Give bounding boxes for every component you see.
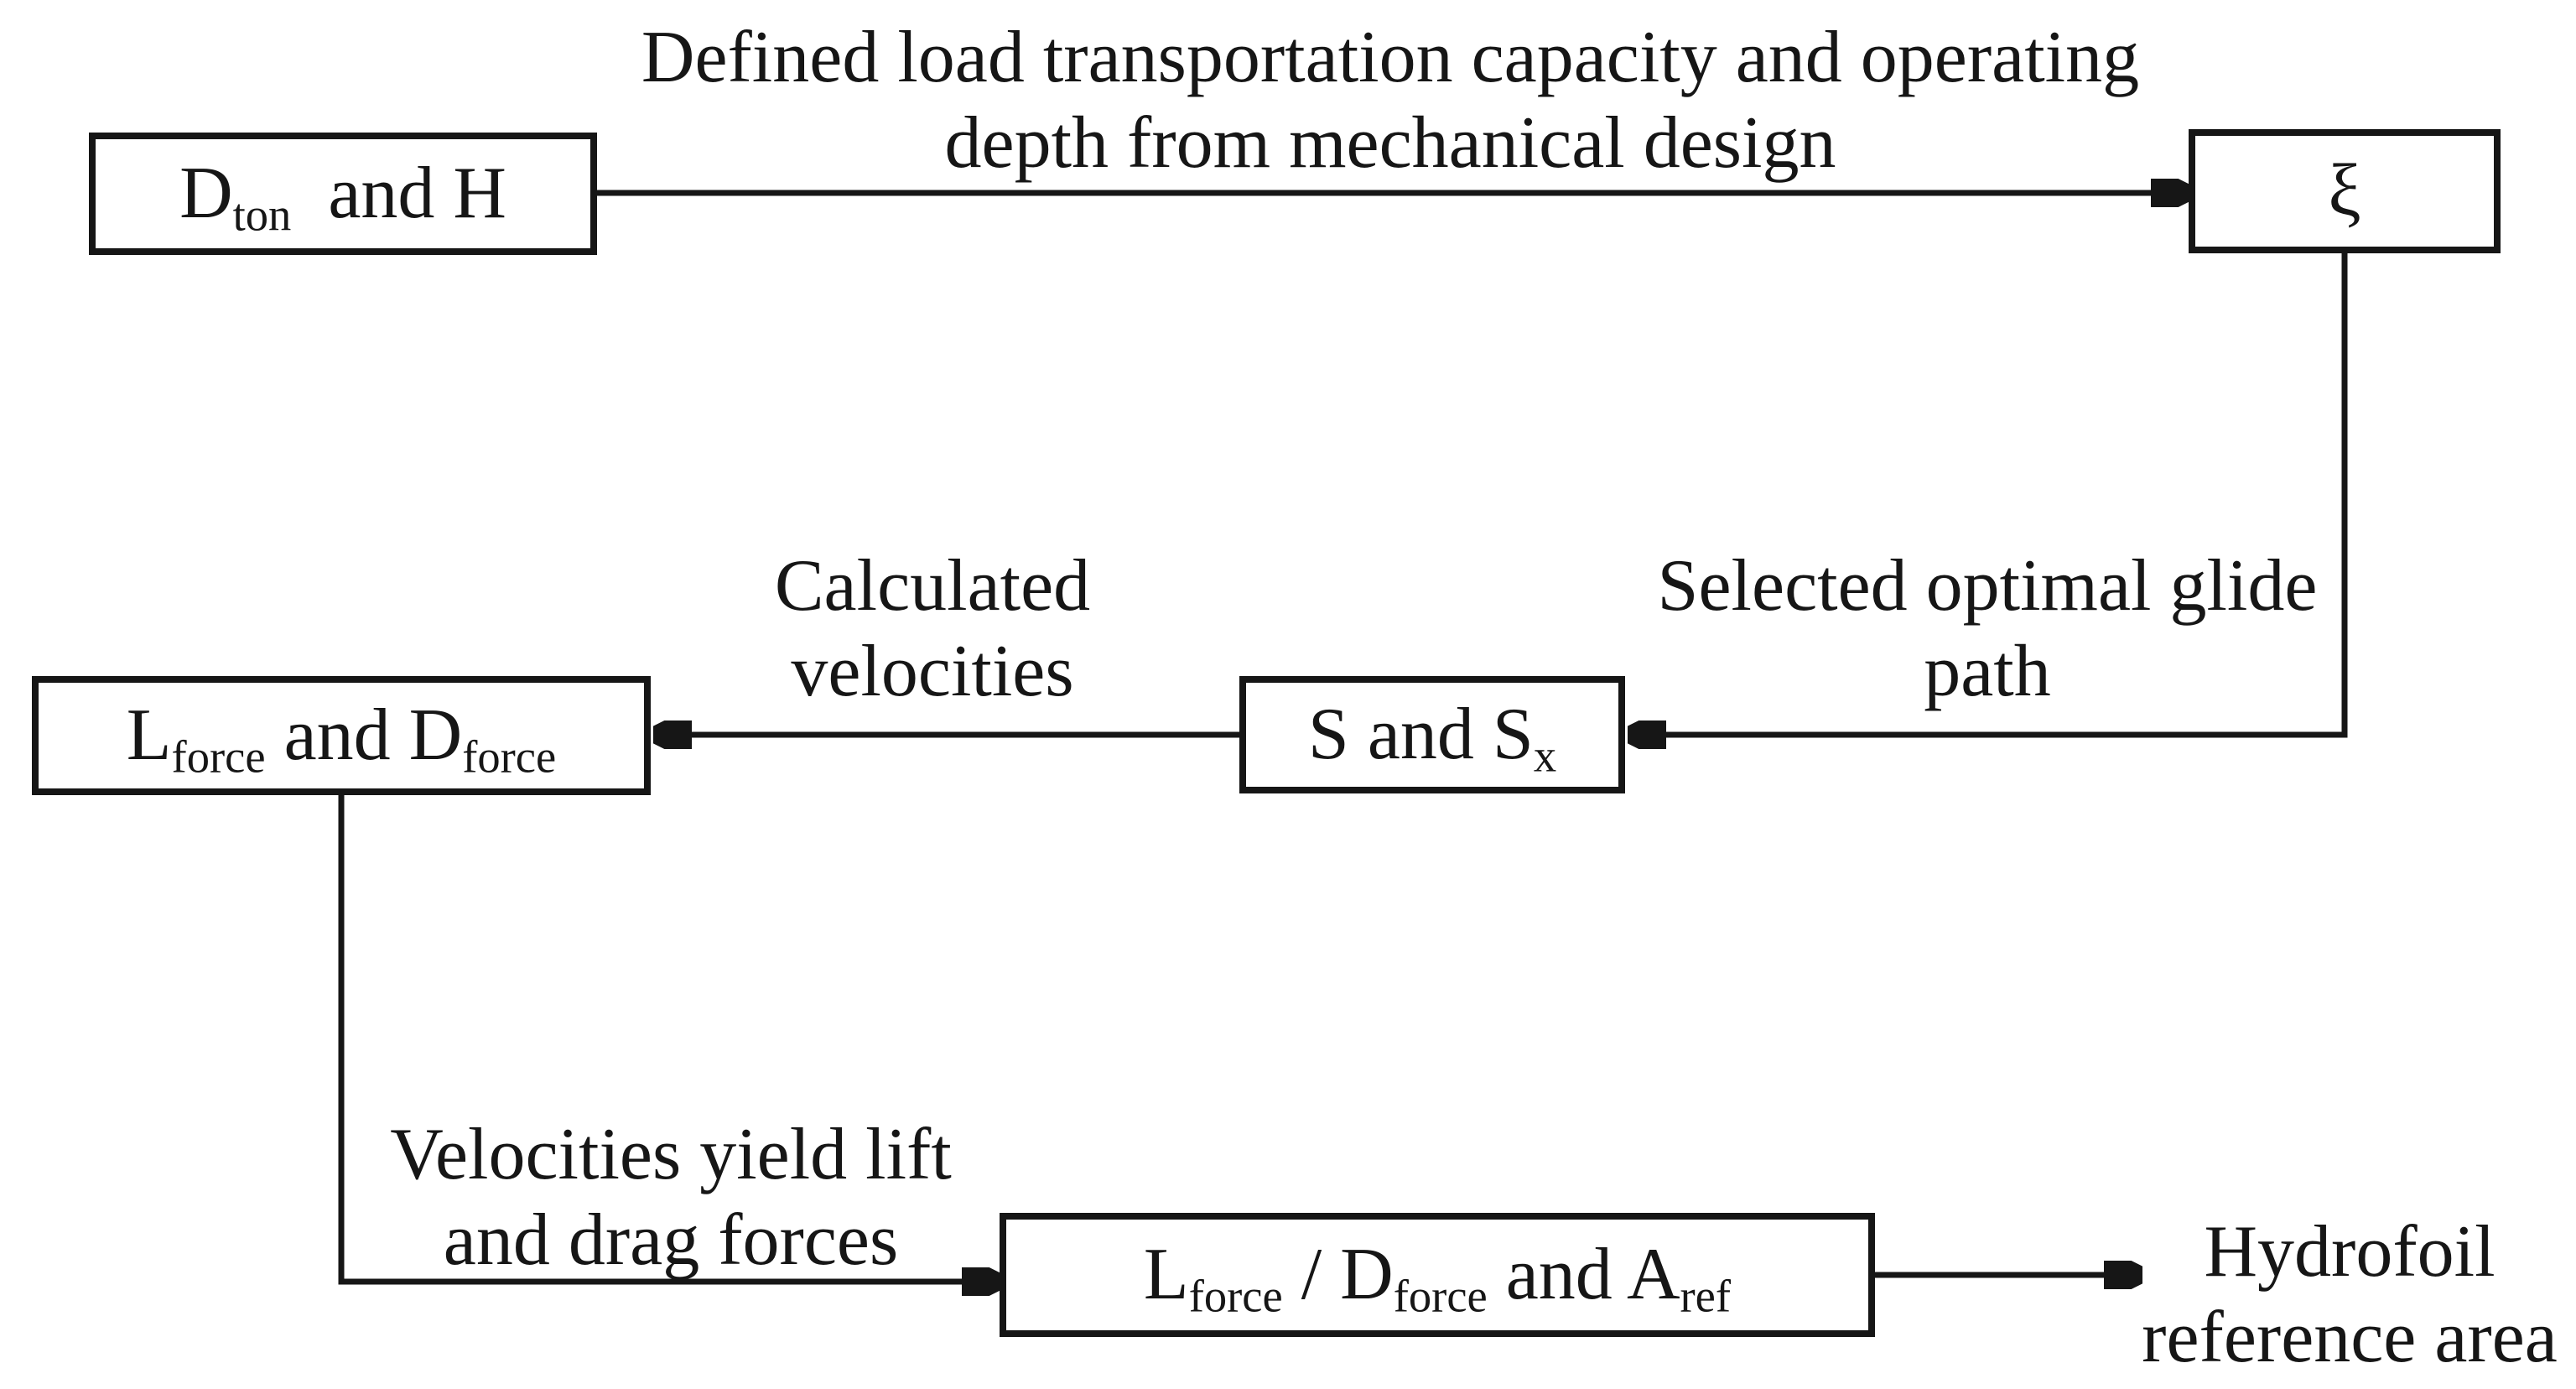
label-selected-glide-path: Selected optimal glide path: [1658, 544, 2318, 715]
node-s-sx-label: S and Sx: [1308, 698, 1556, 779]
label-calculated-velocities-line2: velocities: [791, 631, 1074, 712]
label-velocities-yield-line2: and drag forces: [443, 1199, 899, 1281]
node-s-sx-text-1: S and S: [1307, 694, 1534, 775]
node-lforce-subscript-force-2: force: [462, 731, 557, 783]
node-ratio-aref-label: Lforce / Dforce and Aref: [1144, 1238, 1731, 1319]
label-hydrofoil-reference-area-line1: Hydrofoil: [2204, 1211, 2496, 1293]
label-defined-load-line2: depth from mechanical design: [944, 102, 1836, 184]
node-lforce-text-2: and D: [265, 694, 463, 776]
node-s-sx-subscript-x: x: [1533, 730, 1557, 782]
label-calculated-velocities-line1: Calculated: [774, 545, 1091, 627]
label-velocities-yield: Velocities yield lift and drag forces: [390, 1112, 952, 1283]
node-ratio-text-1: L: [1143, 1234, 1189, 1315]
label-selected-glide-path-line2: path: [1924, 631, 2051, 712]
node-lforce-text-1: L: [126, 694, 172, 776]
node-xi-label: ξ: [2328, 154, 2360, 228]
node-dton-h-subscript-ton: ton: [232, 189, 292, 241]
node-lforce-dforce-label: Lforce and Dforce: [127, 699, 556, 780]
label-hydrofoil-reference-area: Hydrofoil reference area: [2142, 1210, 2558, 1381]
node-ratio-subscript-force-1: force: [1188, 1270, 1283, 1322]
node-lforce-subscript-force-1: force: [171, 731, 266, 783]
node-lforce-dforce: Lforce and Dforce: [32, 676, 651, 795]
node-ratio-aref: Lforce / Dforce and Aref: [1000, 1213, 1875, 1337]
label-hydrofoil-reference-area-line2: reference area: [2142, 1297, 2558, 1378]
node-xi-symbol: ξ: [2328, 150, 2361, 232]
label-calculated-velocities: Calculated velocities: [775, 544, 1090, 715]
node-s-sx: S and Sx: [1239, 676, 1625, 793]
node-ratio-subscript-force-2: force: [1393, 1270, 1488, 1322]
node-dton-h: Dton and H: [89, 133, 597, 255]
node-dton-h-text-1: D: [179, 153, 233, 234]
node-dton-h-text-2: and H: [291, 153, 506, 234]
node-xi: ξ: [2189, 129, 2501, 253]
label-defined-load-line1: Defined load transportation capacity and…: [641, 17, 2140, 98]
label-velocities-yield-line1: Velocities yield lift: [390, 1114, 952, 1195]
node-ratio-text-2: / D: [1282, 1234, 1394, 1315]
label-selected-glide-path-line1: Selected optimal glide: [1657, 545, 2318, 627]
node-ratio-subscript-ref: ref: [1680, 1270, 1732, 1322]
node-ratio-text-3: and A: [1487, 1234, 1680, 1315]
label-defined-load: Defined load transportation capacity and…: [641, 15, 2139, 186]
node-dton-h-label: Dton and H: [179, 157, 506, 238]
